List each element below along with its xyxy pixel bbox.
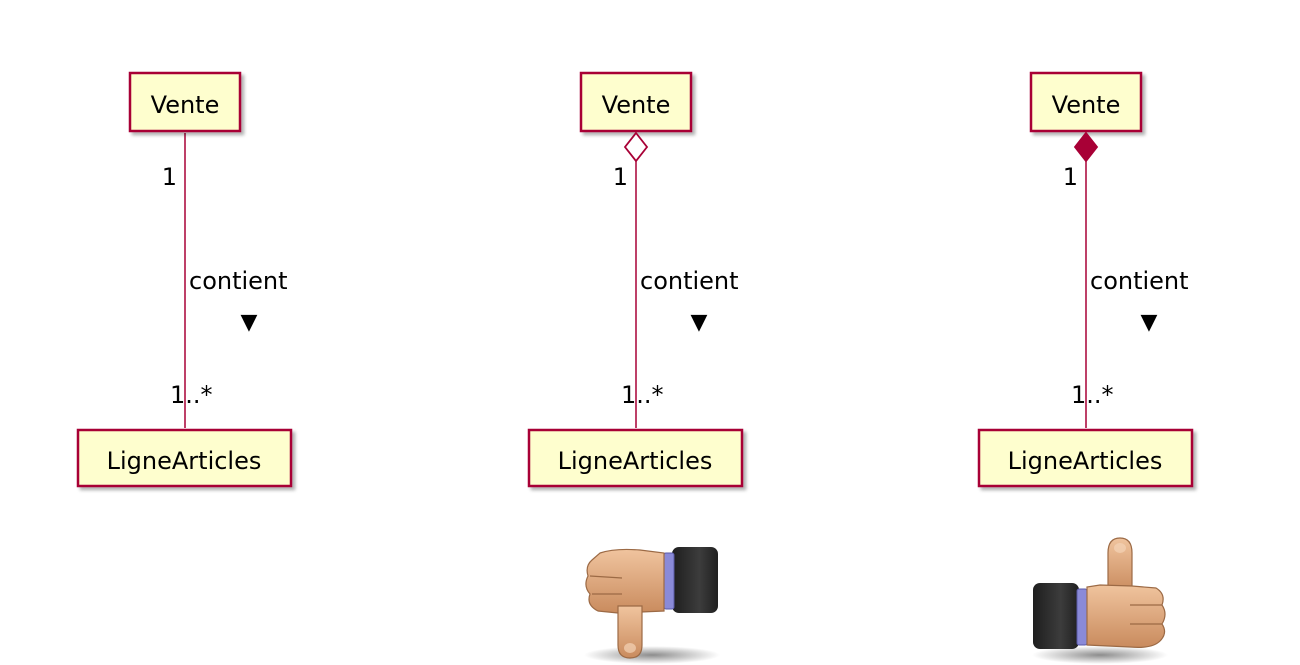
- class-name-top: Vente: [602, 91, 671, 119]
- composition-diamond-icon: [1073, 131, 1099, 163]
- direction-arrow: ▼: [241, 310, 258, 335]
- multiplicity-top: 1: [613, 163, 628, 191]
- aggregation-diamond-icon: [623, 131, 649, 163]
- diagram-aggregation: Vente 1 contient ▼ 1..* LigneArticles: [527, 71, 744, 664]
- class-box-top[interactable]: Vente: [1029, 71, 1143, 133]
- multiplicity-top: 1: [162, 163, 177, 191]
- class-box-bottom[interactable]: LigneArticles: [76, 428, 293, 488]
- class-box-top[interactable]: Vente: [128, 71, 242, 133]
- class-name-bottom: LigneArticles: [1008, 447, 1163, 475]
- association-label: contient: [1090, 267, 1189, 295]
- multiplicity-bottom: 1..*: [170, 381, 213, 409]
- thumbs-up-icon: [1032, 537, 1168, 664]
- diagram-association: Vente 1 contient ▼ 1..* LigneArticles: [76, 71, 293, 488]
- association-label: contient: [640, 267, 739, 295]
- multiplicity-bottom: 1..*: [621, 381, 664, 409]
- class-box-bottom[interactable]: LigneArticles: [527, 428, 744, 488]
- association-label: contient: [189, 267, 288, 295]
- diagram-composition: Vente 1 contient ▼ 1..* LigneArticles: [977, 71, 1194, 664]
- class-name-bottom: LigneArticles: [107, 447, 262, 475]
- class-name-bottom: LigneArticles: [558, 447, 713, 475]
- multiplicity-top: 1: [1063, 163, 1078, 191]
- direction-arrow: ▼: [691, 310, 708, 335]
- class-name-top: Vente: [151, 91, 220, 119]
- class-box-top[interactable]: Vente: [579, 71, 693, 133]
- direction-arrow: ▼: [1141, 310, 1158, 335]
- thumbs-down-icon: [584, 547, 720, 664]
- class-box-bottom[interactable]: LigneArticles: [977, 428, 1194, 488]
- class-name-top: Vente: [1052, 91, 1121, 119]
- multiplicity-bottom: 1..*: [1071, 381, 1114, 409]
